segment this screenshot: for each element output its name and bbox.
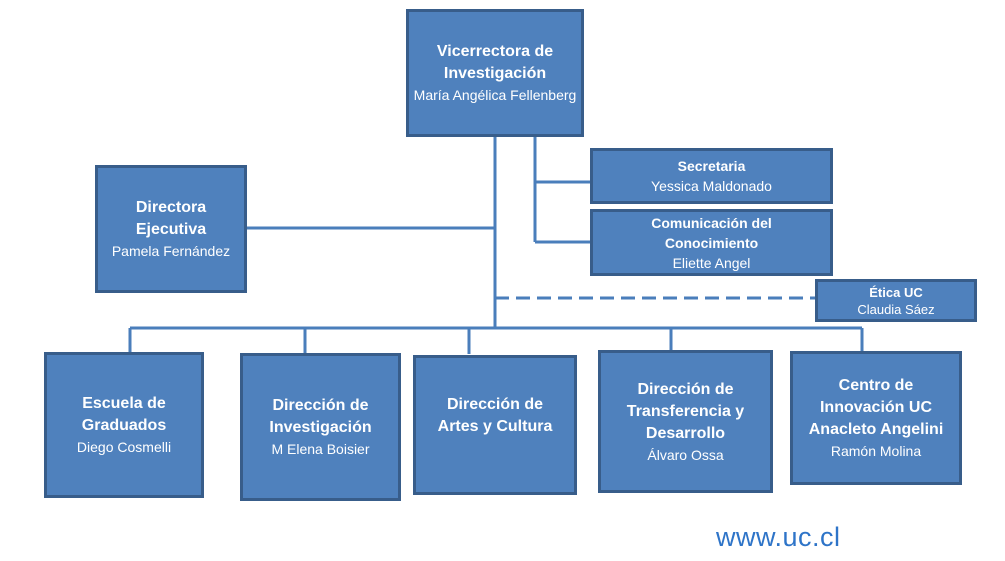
unit-name: M Elena Boisier — [271, 441, 370, 457]
box-secretaria-title: Secretaria — [677, 158, 746, 174]
unit-title: Dirección de Transferencia y Desarrollo — [626, 380, 745, 442]
box-etica: Ética UC Claudia Sáez — [815, 279, 977, 322]
unit-name: Diego Cosmelli — [76, 439, 172, 455]
box-secretaria-name: Yessica Maldonado — [651, 178, 772, 194]
box-comunicacion-title: Comunicación del Conocimiento — [651, 214, 772, 251]
box-unit-transferencia-desarrollo: Dirección de Transferencia y Desarrollo … — [598, 350, 773, 493]
box-secretaria: Secretaria Yessica Maldonado — [590, 148, 833, 204]
unit-name: Álvaro Ossa — [647, 446, 724, 463]
box-unit-direccion-investigacion: Dirección de Investigación M Elena Boisi… — [240, 353, 401, 501]
unit-title: Dirección de Investigación — [269, 397, 372, 436]
unit-name: Ramón Molina — [830, 443, 922, 459]
box-unit-artes-cultura: Dirección de Artes y Cultura — [413, 355, 577, 495]
box-comunicacion-name: Eliette Angel — [672, 254, 751, 271]
unit-title: Dirección de Artes y Cultura — [437, 396, 553, 435]
unit-title: Escuela de Graduados — [81, 395, 167, 434]
unit-title: Centro de Innovación UC Anacleto Angelin… — [808, 377, 944, 438]
box-etica-title: Ética UC — [869, 284, 923, 300]
box-vicerrectora-name: María Angélica Fellenberg — [413, 87, 577, 103]
box-unit-escuela-graduados: Escuela de Graduados Diego Cosmelli — [44, 352, 204, 498]
website-link[interactable]: www.uc.cl — [716, 522, 841, 552]
box-directora-ejecutiva-title: Directora Ejecutiva — [135, 199, 207, 238]
box-etica-name: Claudia Sáez — [857, 301, 935, 317]
box-unit-centro-innovacion: Centro de Innovación UC Anacleto Angelin… — [790, 351, 962, 485]
box-vicerrectora-title: Vicerrectora de Investigación — [436, 43, 554, 82]
box-vicerrectora: Vicerrectora de Investigación María Angé… — [406, 9, 584, 137]
box-comunicacion: Comunicación del Conocimiento Eliette An… — [590, 209, 833, 276]
box-directora-ejecutiva: Directora Ejecutiva Pamela Fernández — [95, 165, 247, 293]
box-directora-ejecutiva-name: Pamela Fernández — [111, 243, 231, 259]
